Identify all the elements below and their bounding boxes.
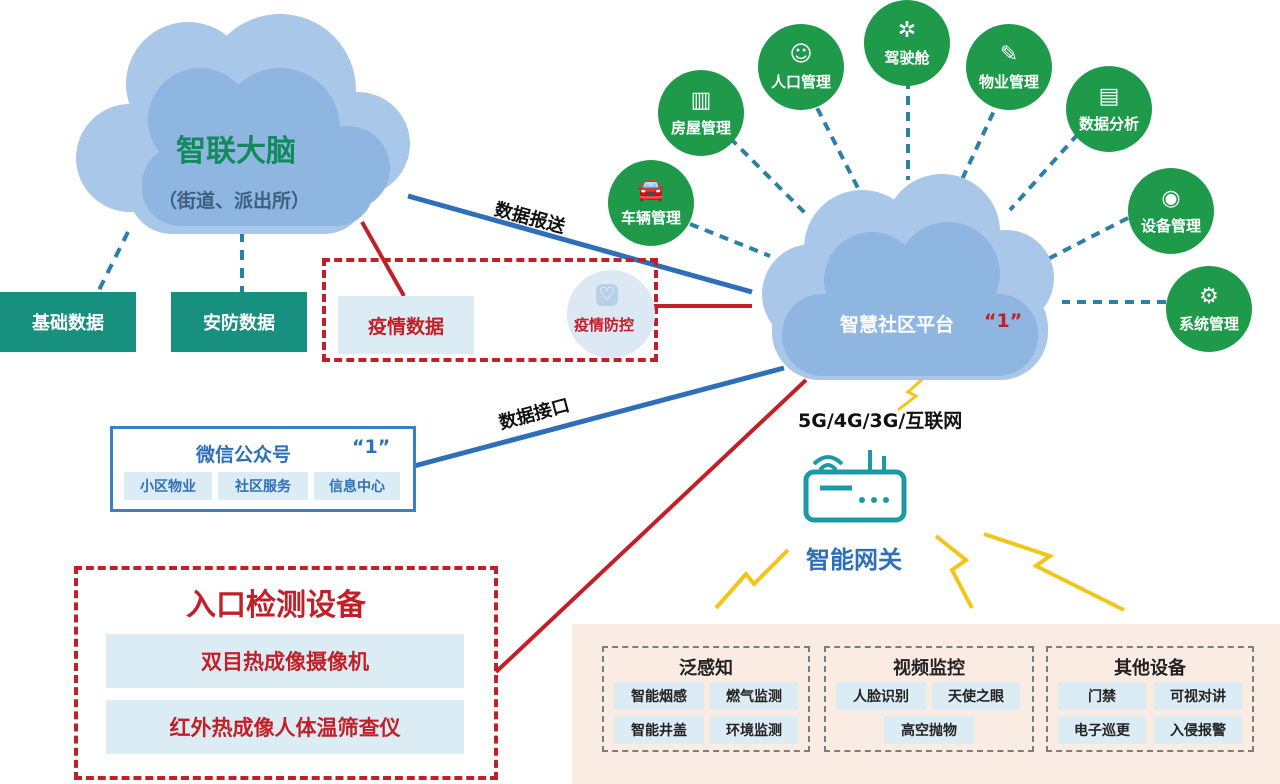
device-group-other: 其他设备 — [1046, 646, 1254, 752]
people-icon: ☺ — [789, 41, 813, 67]
device-chip[interactable]: 可视对讲 — [1154, 682, 1242, 710]
node-population[interactable]: ☺ 人口管理 — [758, 24, 844, 110]
wechat-item[interactable]: 社区服务 — [218, 472, 308, 500]
node-vehicle[interactable]: 🚘 车辆管理 — [608, 160, 694, 246]
node-property[interactable]: ✎ 物业管理 — [966, 24, 1052, 110]
wechat-item[interactable]: 小区物业 — [124, 472, 212, 500]
brain-title: 智联大脑 — [176, 134, 296, 169]
thermal-scanner-box: 红外热成像人体温筛查仪 — [106, 700, 464, 754]
camera-icon: ◉ — [1161, 185, 1181, 211]
router-icon — [803, 450, 907, 523]
wechat-title: 微信公众号 — [196, 444, 292, 466]
device-chip[interactable]: 燃气监测 — [710, 682, 798, 710]
gear-icon: ⚙ — [1199, 283, 1219, 309]
brain-cloud — [76, 14, 410, 234]
group-title: 泛感知 — [679, 658, 733, 679]
device-chip[interactable]: 天使之眼 — [932, 682, 1020, 710]
base-data-box: 基础数据 — [0, 292, 136, 352]
node-housing[interactable]: ▥ 房屋管理 — [658, 70, 744, 156]
device-chip[interactable]: 智能井盖 — [614, 716, 704, 744]
epidemic-control-label: 疫情防控 — [574, 316, 635, 334]
platform-cloud — [762, 174, 1054, 380]
security-data-box: 安防数据 — [171, 292, 307, 352]
device-chip[interactable]: 门禁 — [1058, 682, 1146, 710]
node-analysis[interactable]: ▤ 数据分析 — [1066, 66, 1152, 152]
steering-wheel-icon: ✲ — [897, 17, 917, 43]
group-title: 视频监控 — [893, 658, 965, 679]
node-cockpit[interactable]: ✲ 驾驶舱 — [864, 0, 950, 86]
bar-chart-icon: ▤ — [1098, 83, 1120, 109]
node-device[interactable]: ◉ 设备管理 — [1128, 168, 1214, 254]
epidemic-data-box: 疫情数据 — [338, 296, 474, 354]
gateway-label: 智能网关 — [806, 546, 902, 574]
device-group-sensing: 泛感知 — [602, 646, 810, 752]
entrance-group — [74, 566, 498, 780]
car-icon: 🚘 — [637, 177, 665, 203]
device-chip[interactable]: 电子巡更 — [1058, 716, 1146, 744]
device-chip[interactable]: 高空抛物 — [884, 716, 974, 744]
thermal-camera-box: 双目热成像摄像机 — [106, 634, 464, 688]
epidemic-group — [322, 258, 658, 362]
platform-name: 智慧社区平台 — [840, 314, 955, 336]
entrance-title: 入口检测设备 — [186, 588, 366, 623]
device-chip[interactable]: 智能烟感 — [614, 682, 704, 710]
node-system[interactable]: ⚙ 系统管理 — [1166, 266, 1252, 352]
wechat-mark: “1” — [352, 436, 391, 458]
device-group-video: 视频监控 — [824, 646, 1034, 752]
group-title: 其他设备 — [1114, 658, 1186, 679]
device-chip[interactable]: 人脸识别 — [836, 682, 926, 710]
heart-shield-icon: ♡ — [596, 284, 618, 306]
wechat-item[interactable]: 信息中心 — [314, 472, 400, 500]
platform-mark: “1” — [984, 310, 1023, 332]
device-chip[interactable]: 环境监测 — [710, 716, 798, 744]
building-icon: ▥ — [690, 87, 712, 113]
wrench-icon: ✎ — [999, 41, 1019, 67]
brain-subtitle: （街道、派出所） — [158, 190, 311, 212]
device-chip[interactable]: 入侵报警 — [1154, 716, 1242, 744]
network-label: 5G/4G/3G/互联网 — [798, 410, 963, 432]
